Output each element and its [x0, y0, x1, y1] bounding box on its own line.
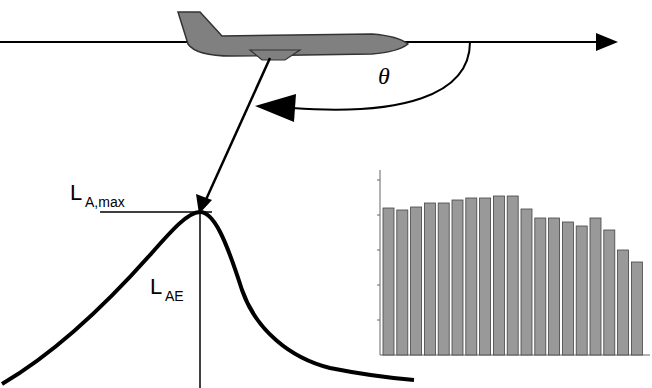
spectrum-bar — [452, 200, 463, 355]
spectrum-chart — [377, 170, 650, 355]
spectrum-bar — [424, 203, 435, 355]
spectrum-bar — [631, 262, 642, 355]
angle-symbol: θ — [378, 64, 390, 88]
spectrum-bar — [590, 218, 601, 355]
aircraft-wing — [250, 50, 300, 60]
spectrum-bar — [411, 207, 422, 355]
spectrum-bar — [466, 198, 477, 355]
angle-arc — [292, 42, 470, 110]
spectrum-bar — [438, 203, 449, 355]
spectrum-bar — [535, 218, 546, 355]
level-symbol: L — [70, 182, 82, 204]
angle-arrowhead — [255, 94, 296, 122]
spectrum-bar — [549, 218, 560, 355]
spectrum-bar — [618, 250, 629, 355]
spectrum-bar — [521, 209, 532, 355]
spectrum-bar — [480, 198, 491, 355]
sound-ray — [204, 58, 270, 204]
time-history-curve — [2, 212, 414, 384]
flight-arrowhead — [596, 33, 618, 51]
spectrum-bar — [383, 208, 394, 355]
level-symbol: L — [150, 276, 162, 298]
spectrum-bar — [562, 222, 573, 355]
level-subscript: AE — [165, 289, 184, 303]
spectrum-bar — [493, 196, 504, 355]
spectrum-bar — [507, 196, 518, 355]
peak-line — [199, 212, 201, 388]
spectrum-bar — [576, 226, 587, 355]
spectrum-bar — [604, 230, 615, 355]
level-subscript: A,max — [85, 195, 125, 209]
spectrum-bar — [397, 210, 408, 355]
